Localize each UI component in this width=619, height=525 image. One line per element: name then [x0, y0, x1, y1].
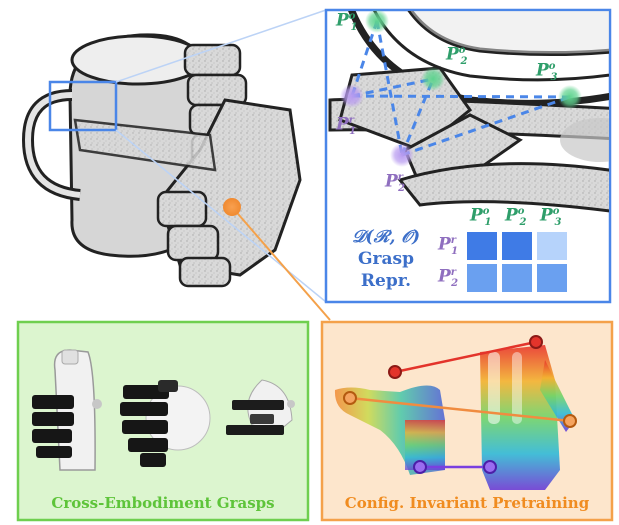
matrix-row-p1r: Pr1	[438, 234, 459, 258]
matrix-col-p3o: Po3	[540, 205, 562, 229]
point-p1o	[365, 9, 389, 33]
robot-hand-3	[226, 379, 295, 435]
grasp-repr-title: 𝒟(ℛ, 𝒪) Grasp Repr.	[336, 226, 436, 292]
grasp-repr-formula: 𝒟(ℛ, 𝒪)	[351, 227, 421, 247]
correspondence-line-orange	[349, 396, 571, 423]
hand-marker-dot	[223, 198, 241, 216]
correspondence-lines	[350, 20, 571, 157]
robot-hand-1	[32, 349, 102, 471]
point-p1r	[340, 84, 364, 108]
grasp-repr-abbrev: Repr.	[360, 271, 412, 291]
label-p2r: Pr2	[385, 171, 406, 195]
grasp-repr-word: Grasp	[358, 249, 414, 269]
matrix-row-p2r: Pr2	[438, 266, 459, 290]
robot-hand-illustration	[73, 43, 302, 288]
pretraining-caption: Config. Invariant Pretraining	[344, 494, 590, 512]
label-p1o: Po1	[336, 10, 358, 34]
point-p3o	[558, 85, 582, 109]
correspondence-line-red	[394, 340, 537, 374]
label-p1r: Pr1	[336, 114, 357, 138]
pretraining-panel	[320, 320, 614, 522]
point-cloud-hand-right	[480, 345, 575, 490]
grasp-matrix	[467, 232, 567, 292]
robot-hand-2	[120, 380, 211, 467]
cross-embodiment-panel	[16, 320, 310, 522]
point-p2r	[390, 143, 414, 167]
cross-embodiment-caption: Cross-Embodiment Grasps	[51, 494, 275, 512]
matrix-col-p1o: Po1	[470, 205, 492, 229]
label-p2o: Po2	[446, 44, 468, 68]
matrix-col-p2o: Po2	[505, 205, 527, 229]
label-p3o: Po3	[536, 60, 558, 84]
point-p2o	[421, 67, 445, 91]
zoom-box	[48, 80, 118, 132]
point-cloud-hand-left	[334, 385, 445, 475]
